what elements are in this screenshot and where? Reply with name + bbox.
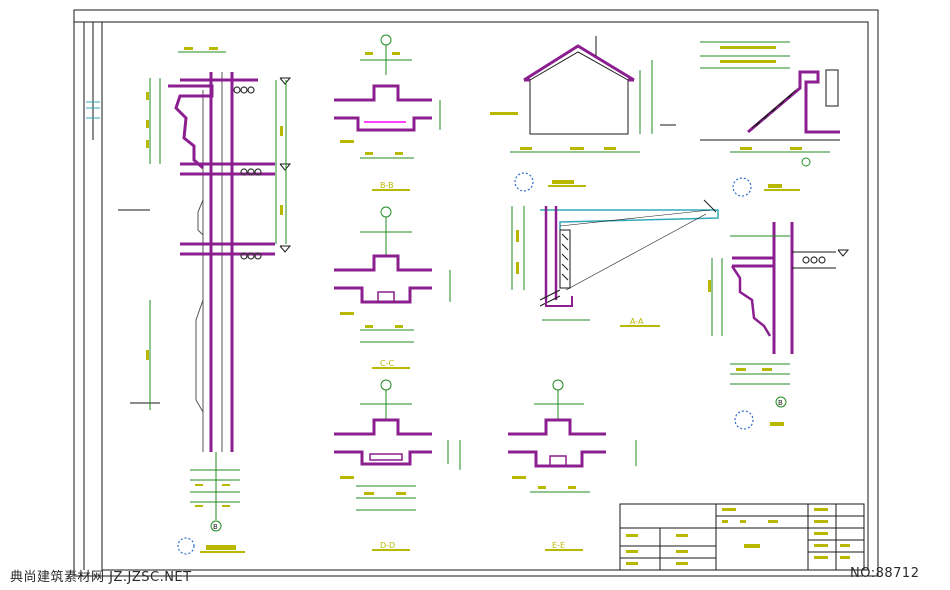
section-d-d-title: D-D bbox=[380, 541, 395, 550]
section-a-a: A-A bbox=[511, 199, 719, 327]
site-watermark: 典尚建筑素材网 JZ.JZSC.NET bbox=[10, 570, 192, 585]
detail-callout bbox=[177, 537, 195, 555]
section-marker-circle bbox=[210, 520, 222, 532]
dimension-ticks bbox=[146, 47, 283, 507]
rebar-dots bbox=[233, 86, 262, 260]
level-markers bbox=[118, 77, 292, 404]
title-block-text bbox=[626, 508, 850, 565]
section-b-b-title: B-B bbox=[380, 181, 394, 190]
wall-outline bbox=[209, 72, 234, 452]
drawing-number-watermark: NO:88712 bbox=[850, 566, 920, 581]
title-block bbox=[619, 503, 865, 571]
section-c-c-title: C-C bbox=[380, 359, 394, 368]
section-marker-label: B bbox=[213, 523, 218, 531]
section-a-a-title: A-A bbox=[630, 317, 644, 326]
floor-slabs bbox=[180, 78, 275, 256]
dimension-lines bbox=[149, 51, 287, 520]
section-d-d: D-D bbox=[334, 379, 461, 551]
cornice-profile bbox=[168, 84, 214, 170]
cornice-detail: B bbox=[708, 222, 850, 430]
wall-section-detail: B bbox=[118, 47, 292, 555]
section-e-e-title: E-E bbox=[552, 541, 565, 550]
sheet-frame bbox=[73, 9, 879, 577]
section-e-e: E-E bbox=[508, 379, 637, 551]
cornice-marker-label: B bbox=[778, 399, 783, 407]
gable-detail bbox=[490, 36, 676, 192]
section-c-c: C-C bbox=[334, 206, 451, 369]
binding-margin-marks bbox=[86, 101, 100, 119]
section-b-b: B-B bbox=[334, 34, 441, 191]
eave-detail bbox=[700, 41, 840, 197]
wall-finish-lines bbox=[195, 72, 223, 452]
